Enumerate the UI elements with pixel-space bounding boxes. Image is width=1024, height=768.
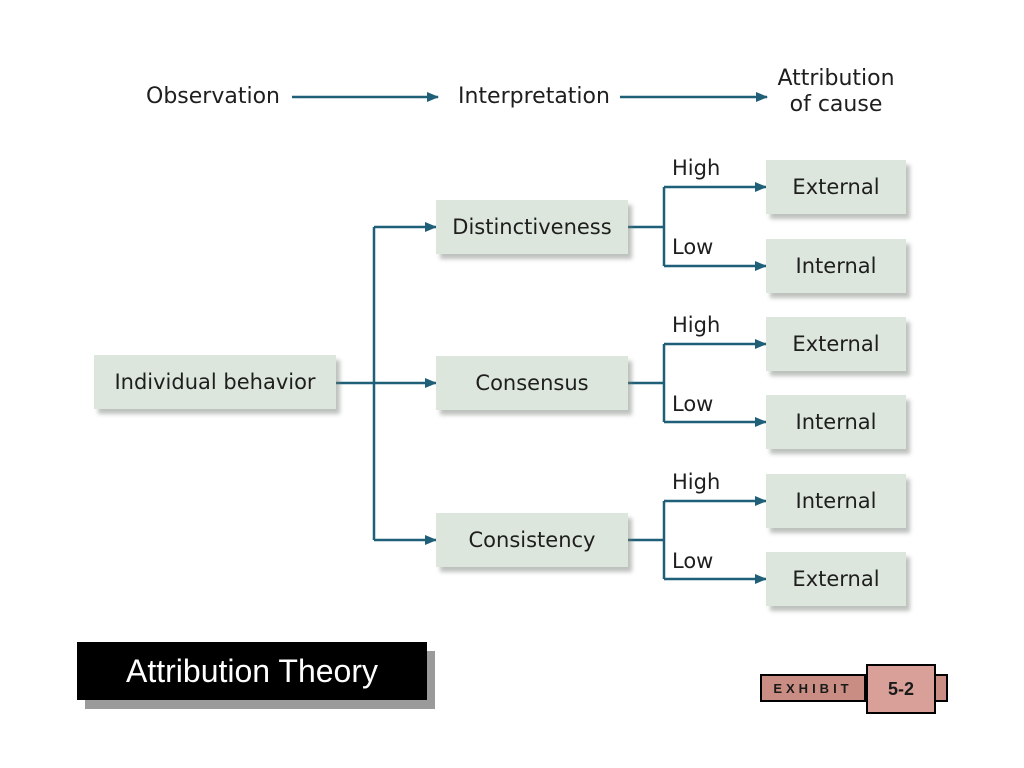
header-attribution-line2: of cause (789, 92, 883, 117)
individual-behavior-node: Individual behavior (94, 355, 336, 409)
distinctiveness-high-label: High (672, 156, 721, 180)
consensus-node: Consensus (436, 356, 628, 410)
exhibit-end-cap (936, 674, 948, 702)
consistency-high-label: High (672, 470, 721, 494)
consistency-high-result: Internal (766, 474, 906, 528)
header-attribution-line1: Attribution (777, 66, 895, 91)
exhibit-label: EXHIBIT (760, 674, 866, 702)
distinctiveness-node: Distinctiveness (436, 200, 628, 254)
header-observation: Observation (146, 84, 280, 109)
header-interpretation: Interpretation (458, 84, 610, 109)
slide-title: Attribution Theory (77, 642, 427, 700)
distinctiveness-low-result: Internal (766, 239, 906, 293)
exhibit-number: 5-2 (866, 664, 936, 714)
consensus-high-result: External (766, 317, 906, 371)
consistency-low-label: Low (672, 549, 714, 573)
consensus-high-label: High (672, 313, 721, 337)
distinctiveness-high-result: External (766, 160, 906, 214)
header-attribution: Attribution of cause (772, 66, 900, 118)
consistency-low-result: External (766, 552, 906, 606)
consensus-low-label: Low (672, 392, 714, 416)
consensus-low-result: Internal (766, 395, 906, 449)
consistency-node: Consistency (436, 513, 628, 567)
distinctiveness-low-label: Low (672, 235, 714, 259)
